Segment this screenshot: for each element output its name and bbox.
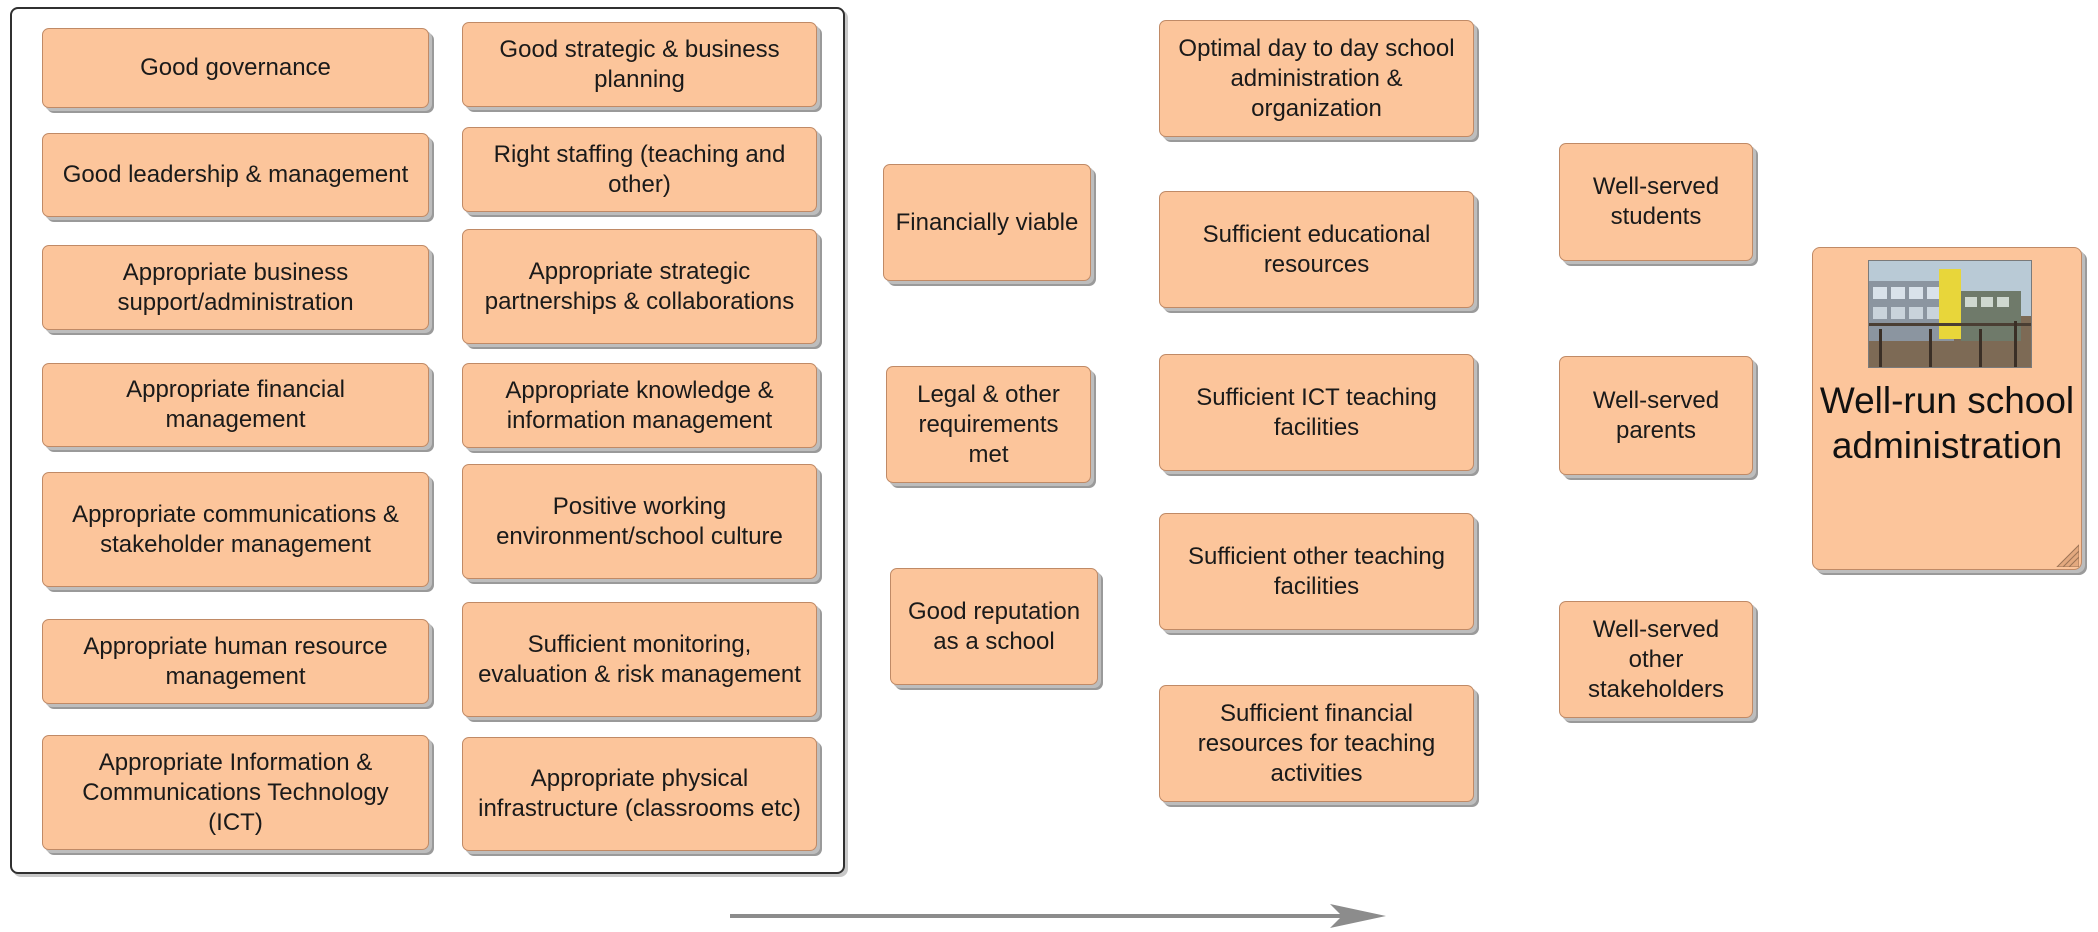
enabler-monitoring-evaluation[interactable]: Sufficient monitoring, evaluation & risk… bbox=[462, 602, 817, 717]
school-building-photo bbox=[1868, 260, 2032, 368]
goal-title: Well-run school administration bbox=[1819, 380, 2075, 466]
enabler-business-support[interactable]: Appropriate business support/administrat… bbox=[42, 245, 429, 330]
resource-ict-teaching-facilities[interactable]: Sufficient ICT teaching facilities bbox=[1159, 354, 1474, 471]
enabler-good-governance[interactable]: Good governance bbox=[42, 28, 429, 108]
enabler-strategic-planning[interactable]: Good strategic & business planning bbox=[462, 22, 817, 107]
resource-day-to-day-administration[interactable]: Optimal day to day school administration… bbox=[1159, 20, 1474, 137]
resource-other-teaching-facilities[interactable]: Sufficient other teaching facilities bbox=[1159, 513, 1474, 630]
enabler-ict[interactable]: Appropriate Information & Communications… bbox=[42, 735, 429, 850]
enabler-right-staffing[interactable]: Right staffing (teaching and other) bbox=[462, 127, 817, 212]
stakeholder-parents[interactable]: Well-served parents bbox=[1559, 356, 1753, 475]
requirement-legal-met[interactable]: Legal & other requirements met bbox=[886, 366, 1091, 483]
requirement-good-reputation[interactable]: Good reputation as a school bbox=[890, 568, 1098, 685]
enabler-leadership-management[interactable]: Good leadership & management bbox=[42, 133, 429, 217]
stakeholder-other[interactable]: Well-served other stakeholders bbox=[1559, 601, 1753, 718]
enabler-working-environment[interactable]: Positive working environment/school cult… bbox=[462, 464, 817, 579]
enabler-human-resource[interactable]: Appropriate human resource management bbox=[42, 619, 429, 704]
school-building-icon bbox=[1869, 261, 2031, 367]
resource-educational-resources[interactable]: Sufficient educational resources bbox=[1159, 191, 1474, 308]
enabler-financial-management[interactable]: Appropriate financial management bbox=[42, 363, 429, 447]
requirement-financially-viable[interactable]: Financially viable bbox=[883, 164, 1091, 281]
goal-well-run-school[interactable]: Well-run school administration bbox=[1812, 247, 2082, 570]
stakeholder-students[interactable]: Well-served students bbox=[1559, 143, 1753, 261]
note-corner-icon bbox=[2056, 544, 2079, 567]
direction-arrow bbox=[730, 904, 1386, 928]
enabler-knowledge-management[interactable]: Appropriate knowledge & information mana… bbox=[462, 363, 817, 448]
resource-financial-resources[interactable]: Sufficient financial resources for teach… bbox=[1159, 685, 1474, 802]
enabler-physical-infrastructure[interactable]: Appropriate physical infrastructure (cla… bbox=[462, 737, 817, 851]
enabler-strategic-partnerships[interactable]: Appropriate strategic partnerships & col… bbox=[462, 229, 817, 344]
enabler-communications-stakeholder[interactable]: Appropriate communications & stakeholder… bbox=[42, 472, 429, 587]
